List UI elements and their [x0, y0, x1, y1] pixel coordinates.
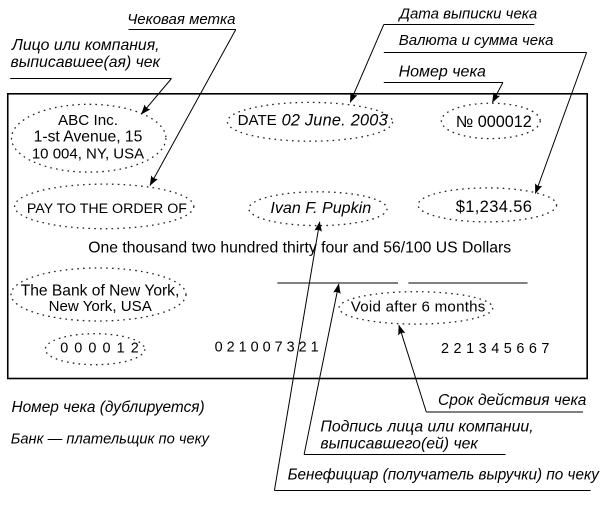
- svg-text:Ivan F. Pupkin: Ivan F. Pupkin: [270, 199, 371, 217]
- svg-text:PAY TO THE ORDER OF: PAY TO THE ORDER OF: [27, 201, 187, 217]
- svg-text:Номер чека (дублируется): Номер чека (дублируется): [12, 399, 205, 416]
- svg-text:Номер чека: Номер чека: [399, 64, 486, 81]
- svg-text:Void after 6 months: Void after 6 months: [351, 298, 486, 315]
- svg-text:Бенефициар (получатель выручки: Бенефициар (получатель выручки) по чеку: [288, 466, 601, 483]
- svg-text:ABC Inc.: ABC Inc.: [58, 112, 118, 129]
- svg-text:DATE: DATE: [238, 112, 277, 129]
- svg-text:выписавшее(ая) чек: выписавшее(ая) чек: [11, 54, 161, 71]
- svg-text:Банк — плательщик по чеку: Банк — плательщик по чеку: [11, 431, 211, 447]
- svg-text:02 June. 2003: 02 June. 2003: [282, 112, 388, 130]
- svg-text:Чековая метка: Чековая метка: [127, 11, 235, 28]
- svg-text:221345667: 221345667: [441, 341, 554, 357]
- svg-text:The Bank of New York,: The Bank of New York,: [21, 283, 180, 300]
- svg-text:Лицо или компания,: Лицо или компания,: [11, 37, 160, 54]
- svg-text:Дата выписки чека: Дата выписки чека: [397, 6, 537, 23]
- svg-text:000012: 000012: [60, 341, 145, 357]
- svg-text:10 004, NY, USA: 10 004, NY, USA: [32, 145, 144, 162]
- svg-text:выписавшего(ей) чек: выписавшего(ей) чек: [320, 435, 478, 452]
- svg-text:021007321: 021007321: [215, 340, 323, 356]
- svg-text:№ 000012: № 000012: [456, 113, 532, 131]
- svg-text:1-st Avenue, 15: 1-st Avenue, 15: [34, 129, 143, 146]
- svg-text:One thousand two hundred thirt: One thousand two hundred thirty four and…: [88, 240, 511, 257]
- svg-text:$1,234.56: $1,234.56: [456, 198, 533, 216]
- svg-text:Валюта и сумма чека: Валюта и сумма чека: [399, 32, 554, 49]
- svg-text:Срок действия чека: Срок действия чека: [438, 392, 587, 409]
- svg-text:Подпись лица или компании,: Подпись лица или компании,: [320, 418, 533, 435]
- svg-text:New York, USA: New York, USA: [49, 298, 153, 315]
